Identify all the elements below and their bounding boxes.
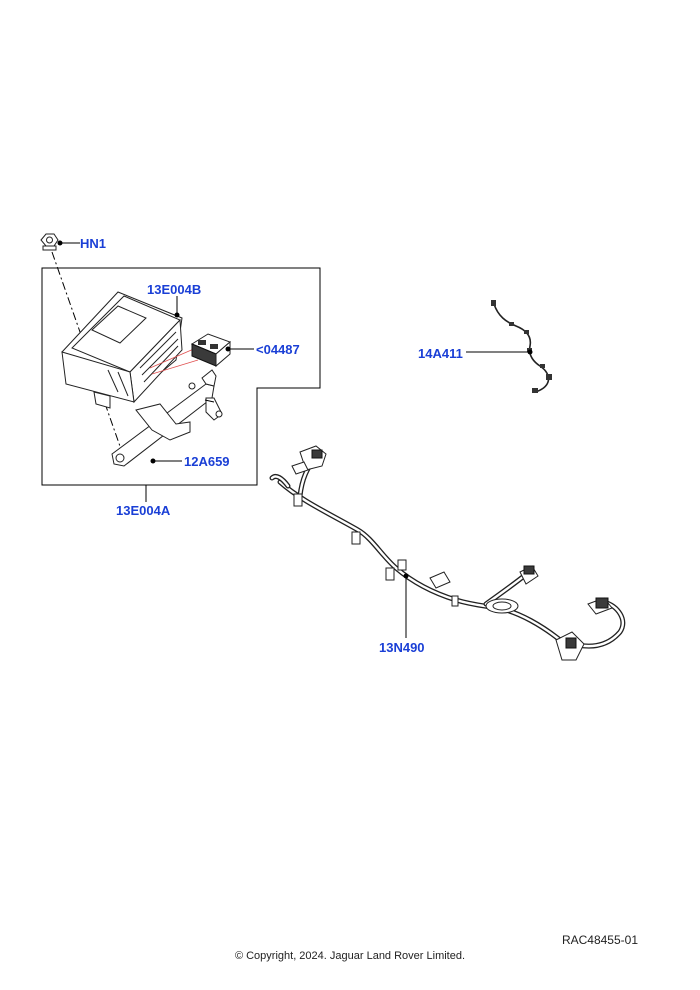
control-module[interactable] (61, 291, 183, 409)
leader-dot-connector (225, 346, 231, 352)
leader-dot-main-harness (403, 573, 409, 579)
leader-dot-bracket (150, 458, 156, 464)
leader-dot-module-b (174, 312, 180, 318)
leader-dot-hn1 (57, 240, 63, 246)
callout-hn1[interactable]: HN1 (80, 236, 106, 251)
main-harness[interactable] (269, 445, 626, 661)
mounting-bracket[interactable] (111, 369, 223, 467)
callout-connector[interactable]: <04487 (256, 342, 300, 357)
copyright-notice: © Copyright, 2024. Jaguar Land Rover Lim… (234, 950, 466, 962)
callout-sensor-harness[interactable]: 14A411 (418, 346, 463, 361)
diagram-reference: RAC48455-01 (561, 933, 638, 947)
callout-main-harness[interactable]: 13N490 (379, 640, 425, 655)
callout-module-b[interactable]: 13E004B (147, 282, 201, 297)
group-frame (41, 267, 321, 486)
alignment-line (51, 251, 123, 453)
accent-line-1 (149, 347, 197, 369)
nut-hn1[interactable] (40, 233, 59, 251)
callout-bracket[interactable]: 12A659 (184, 454, 230, 469)
accent-line-2 (151, 359, 199, 375)
sensor-harness[interactable] (491, 300, 552, 393)
connector-plug[interactable] (190, 333, 231, 368)
leader-dot-sensor-harness (527, 349, 533, 355)
callout-module-a[interactable]: 13E004A (116, 503, 171, 518)
